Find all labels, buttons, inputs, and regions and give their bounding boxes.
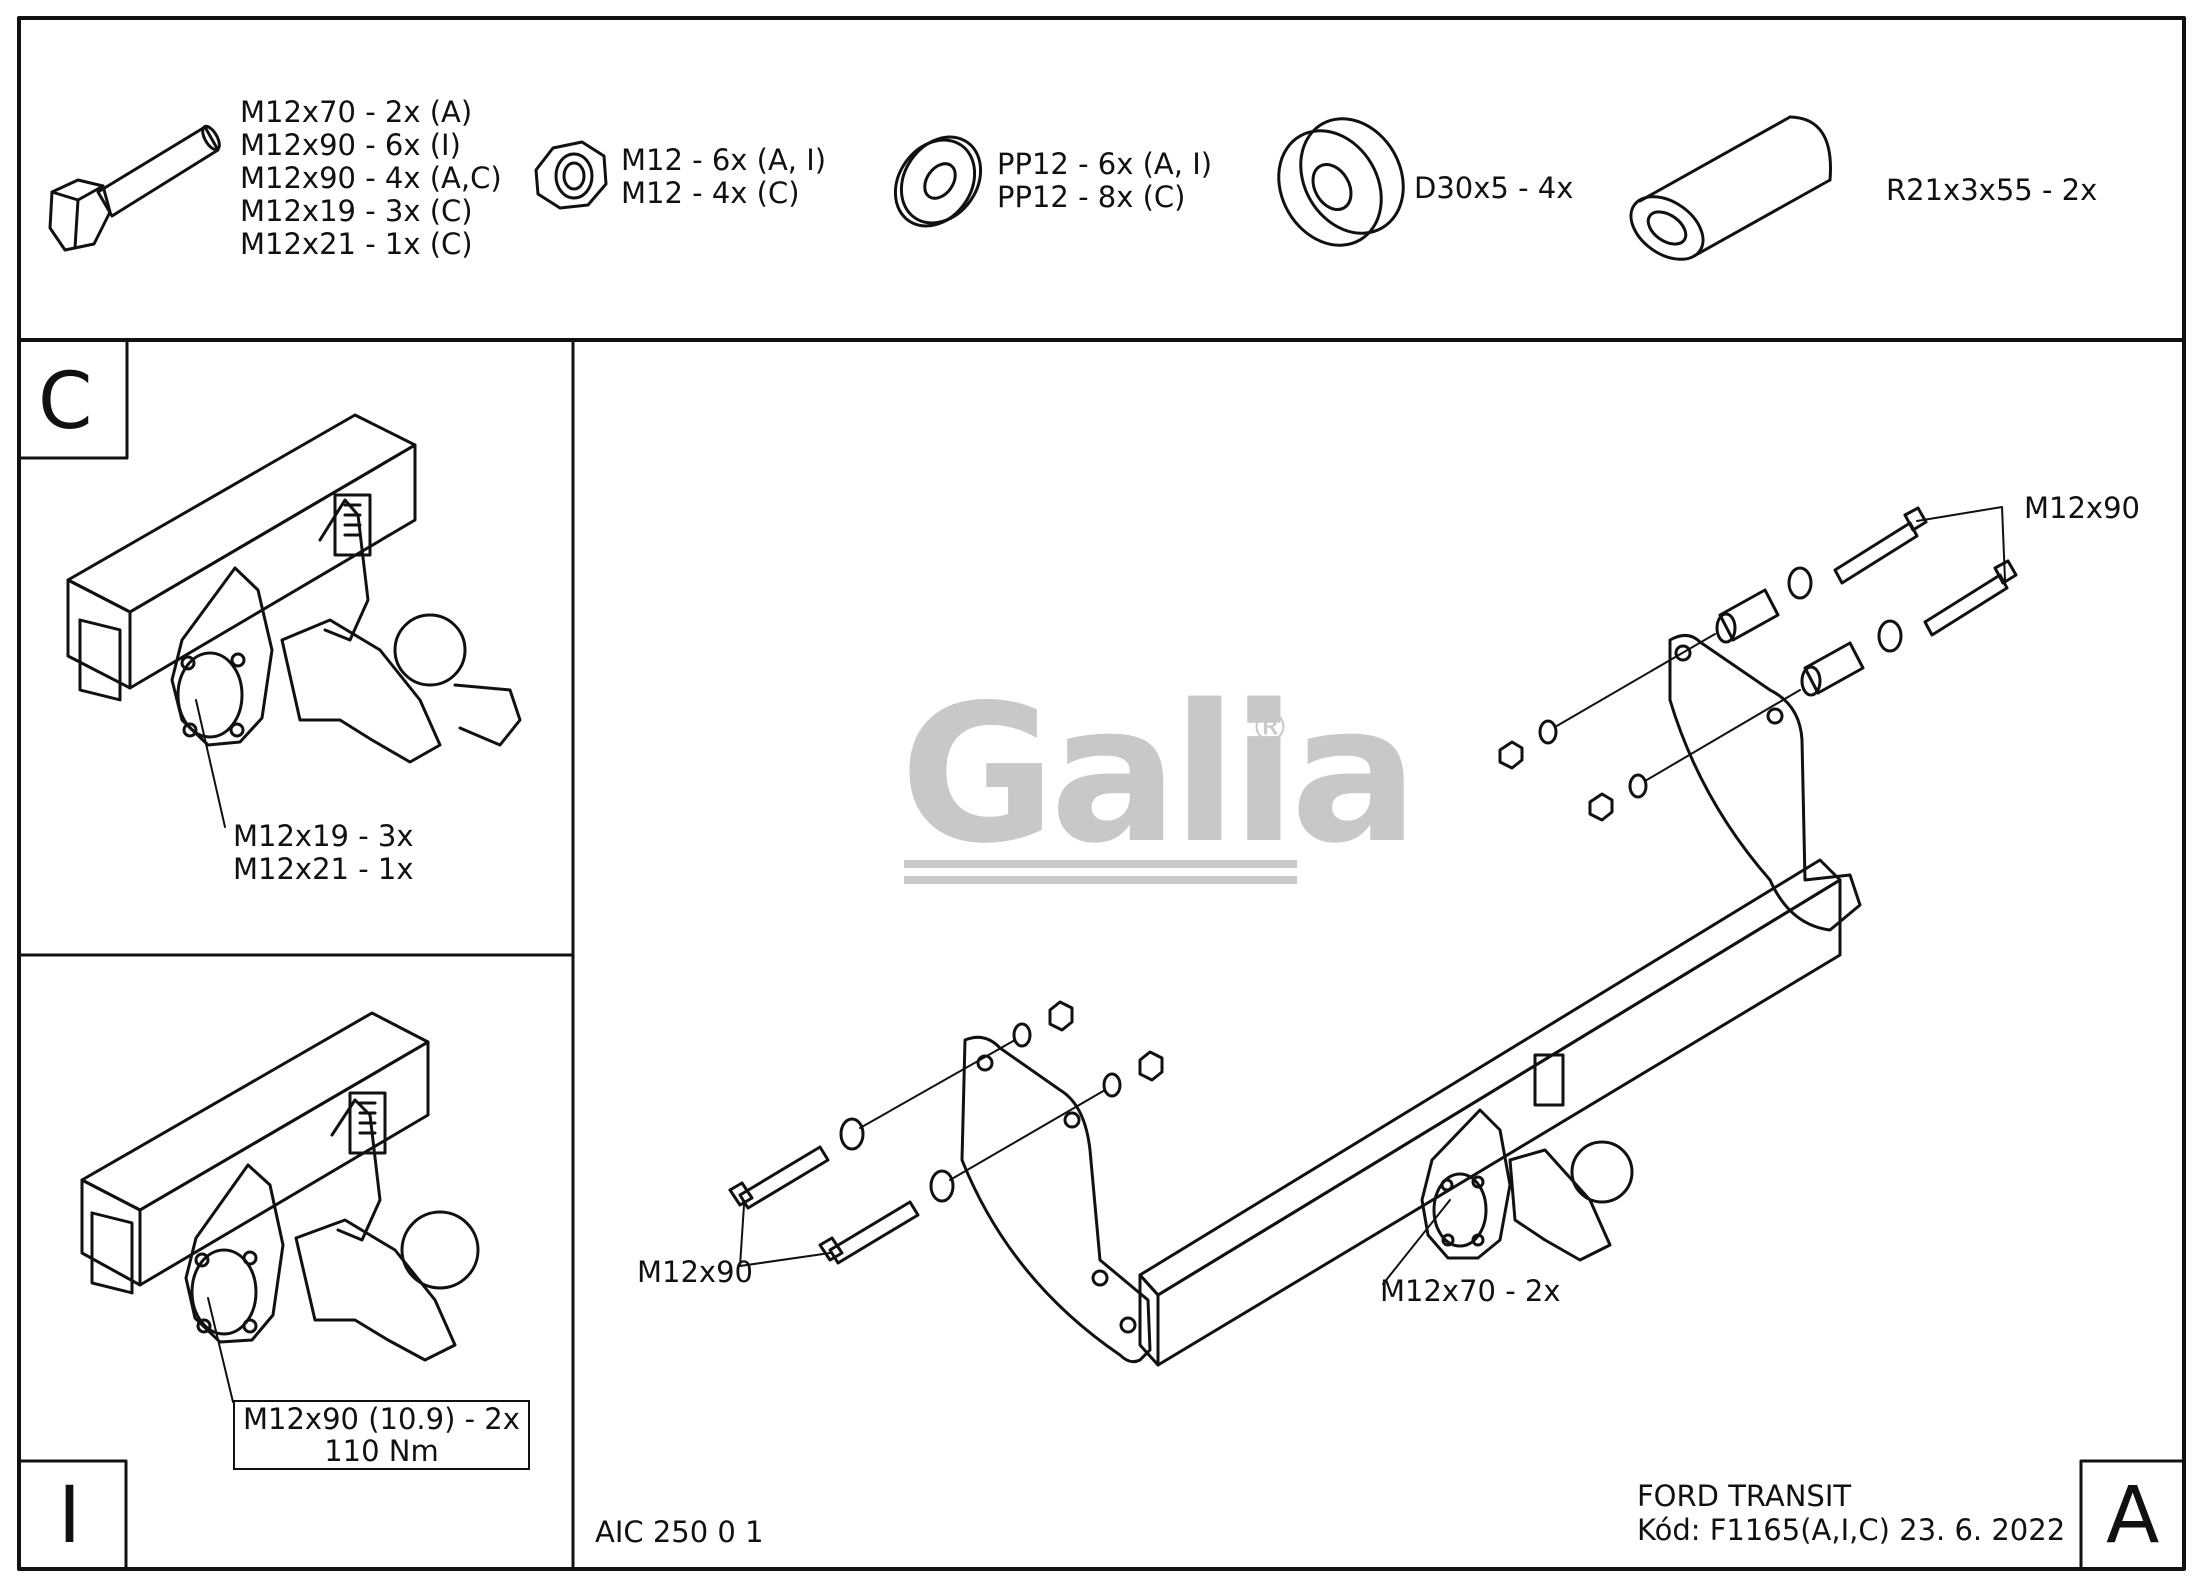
part-line: PP12 - 6x (A, I): [997, 147, 1213, 181]
part-label-tube: R21x3x55 - 2x: [1886, 174, 2097, 207]
callout-c-leader: [195, 699, 226, 828]
panel-letter-a: A: [2106, 1471, 2160, 1561]
part-line: M12 - 6x (A, I): [621, 143, 827, 177]
box-c: [17, 338, 129, 460]
callout-top-leader: [1916, 506, 2006, 581]
watermark-bar-1: [904, 860, 1297, 868]
part-line: R21x3x55 - 2x: [1886, 173, 2098, 207]
callout-line: 110 Nm: [324, 1434, 439, 1468]
kod-line: Kód: F1165(A,I,C) 23. 6. 2022: [1637, 1513, 2066, 1547]
part-line: M12x19 - 3x (C): [240, 194, 473, 228]
callout-i-leader: [207, 1297, 234, 1403]
callout-line: M12x21 - 1x: [233, 852, 414, 886]
watermark-brand: Galia: [900, 664, 1419, 885]
assembly-a-drawing: [728, 506, 2018, 1367]
panel-letter-c: C: [38, 357, 93, 447]
box-a: [2079, 1459, 2186, 1571]
vehicle-name: FORD TRANSIT: [1637, 1479, 1852, 1513]
part-line: M12x70 - 2x (A): [240, 95, 473, 129]
spacer-icon: [1277, 117, 1405, 247]
part-line: M12 - 4x (C): [621, 176, 800, 210]
box-i: [17, 1459, 128, 1571]
callout-ball: M12x70 - 2x: [1380, 1274, 1561, 1308]
washer-icon: [893, 135, 983, 228]
part-line: M12x90 - 4x (A,C): [240, 161, 502, 195]
watermark-registered-mark: ®: [1250, 705, 1290, 751]
part-line: D30x5 - 4x: [1414, 171, 1574, 205]
callout-i: M12x90 (10.9) - 2x 110 Nm: [233, 1400, 530, 1470]
part-line: M12x21 - 1x (C): [240, 227, 473, 261]
callout-top: M12x90: [2024, 491, 2140, 525]
callout-c: M12x19 - 3x M12x21 - 1x: [233, 820, 414, 886]
watermark-bar-2: [904, 876, 1297, 884]
part-label-spacer: D30x5 - 4x: [1414, 172, 1573, 205]
part-label-nut: M12 - 6x (A, I) M12 - 4x (C): [621, 144, 826, 210]
part-line: M12x90 - 6x (I): [240, 128, 461, 162]
hitch-i-drawing: [80, 1011, 480, 1362]
outer-frame: [17, 16, 2186, 1571]
tube-icon: [1629, 115, 1832, 261]
drawing-code: AIC 250 0 1: [595, 1515, 764, 1549]
part-label-bolt: M12x70 - 2x (A) M12x90 - 6x (I) M12x90 -…: [240, 96, 502, 261]
part-line: PP12 - 8x (C): [997, 180, 1186, 214]
callout-line: M12x90 (10.9) - 2x: [243, 1402, 520, 1436]
bolt-icon: [48, 124, 221, 252]
hitch-c-drawing: [66, 413, 522, 764]
callout-ball-leader: [1382, 1199, 1451, 1285]
callout-left: M12x90: [637, 1255, 753, 1289]
nut-icon: [534, 140, 608, 210]
callout-left-leader: [739, 1204, 831, 1267]
panel-letter-i: I: [58, 1471, 82, 1561]
part-label-washer: PP12 - 6x (A, I) PP12 - 8x (C): [997, 148, 1212, 214]
callout-line: M12x19 - 3x: [233, 819, 414, 853]
